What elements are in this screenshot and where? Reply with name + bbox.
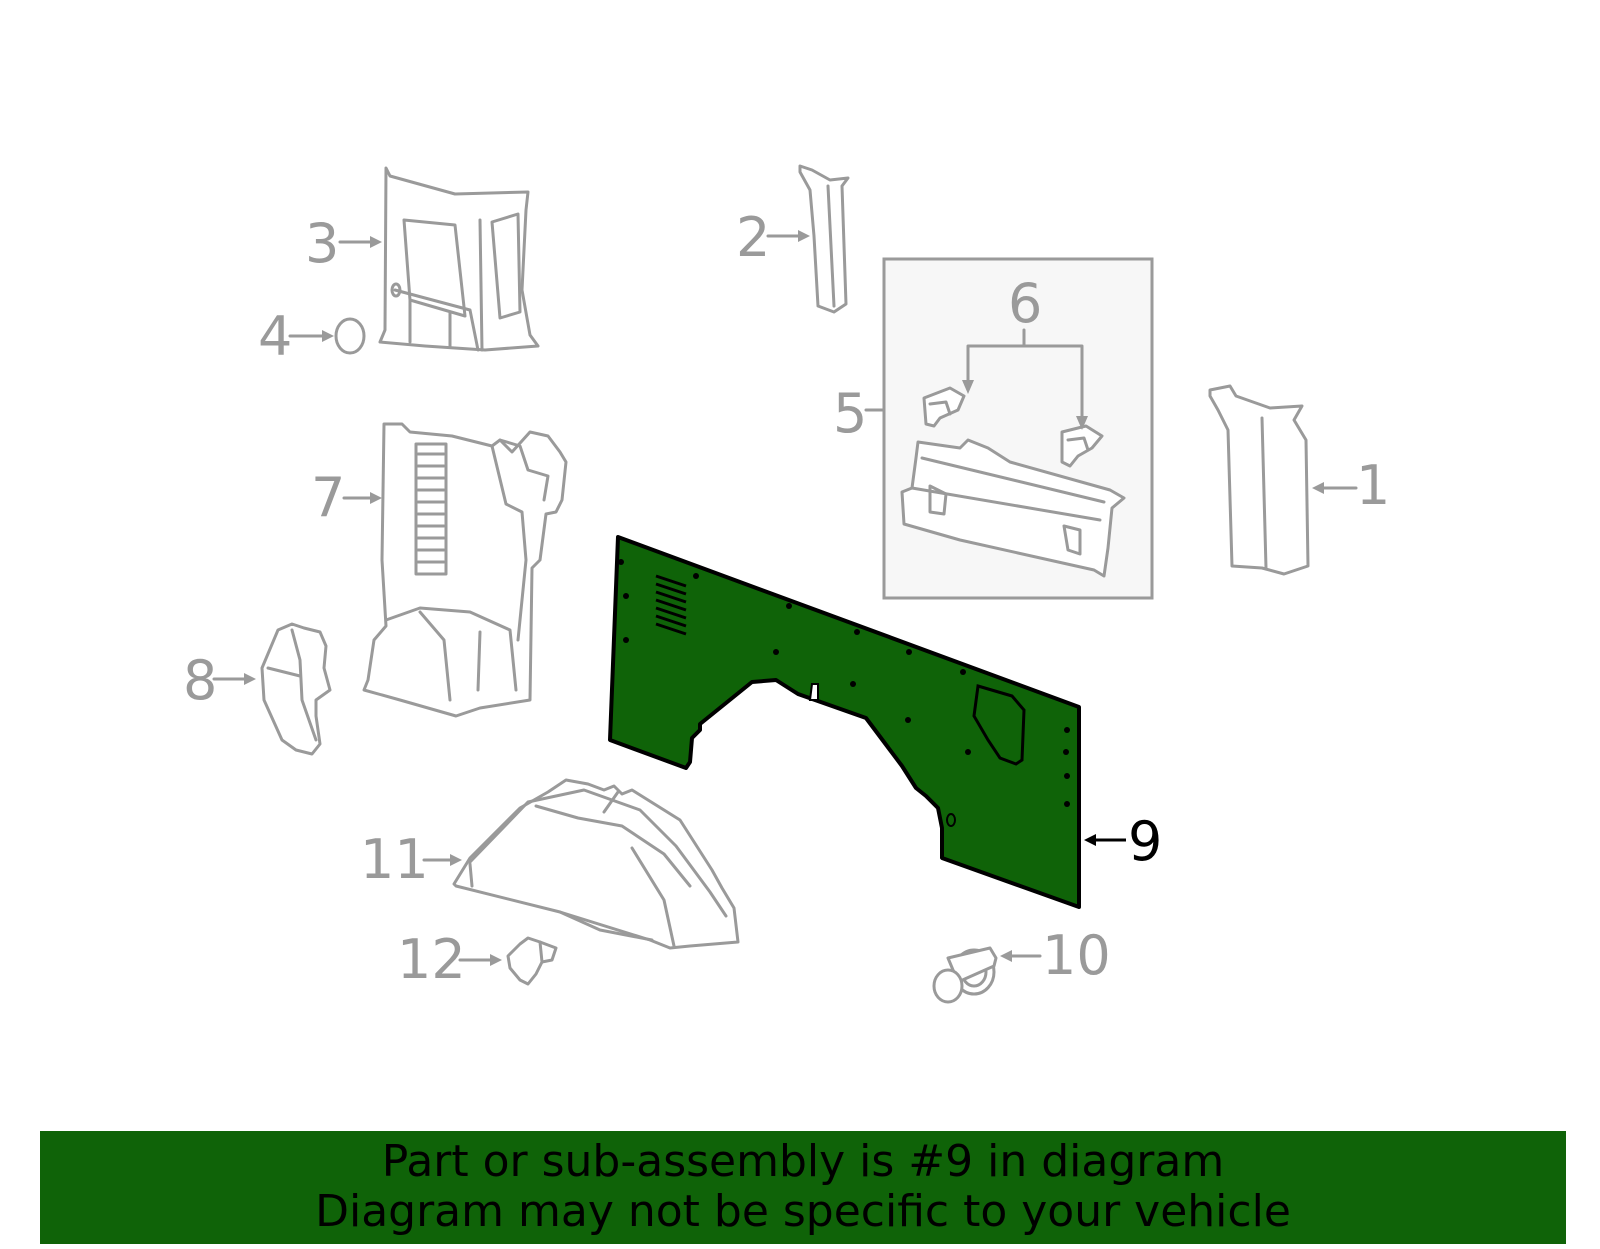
callout-6: 6 <box>962 272 1088 430</box>
callout-8-label: 8 <box>183 649 217 712</box>
callout-12-label: 12 <box>397 928 466 991</box>
part-9-side-panel <box>608 535 1081 909</box>
callout-1-label: 1 <box>1356 454 1390 517</box>
callout-10: 10 <box>1000 924 1111 987</box>
callout-9: 9 <box>1084 810 1162 873</box>
callout-4-label: 4 <box>258 305 292 368</box>
part-11-wheelhouse <box>452 778 740 950</box>
callout-3-label: 3 <box>305 212 339 275</box>
callout-12: 12 <box>397 928 502 991</box>
part-12-retainer <box>506 936 558 986</box>
part-10-push-pin <box>932 946 998 1004</box>
callout-2-label: 2 <box>736 206 770 269</box>
callout-1: 1 <box>1312 454 1390 517</box>
callout-4: 4 <box>258 305 334 368</box>
info-banner: Part or sub-assembly is #9 in diagram Di… <box>40 1131 1566 1244</box>
part-5-assembly-box <box>882 257 1154 600</box>
part-1-pillar-trim <box>1208 384 1310 576</box>
part-8-bracket <box>260 622 332 756</box>
callout-9-label: 9 <box>1128 810 1162 873</box>
part-7-trim-panel <box>362 422 568 718</box>
callout-7-label: 7 <box>311 466 345 529</box>
callout-11: 11 <box>360 828 462 891</box>
info-line-1: Part or sub-assembly is #9 in diagram <box>381 1136 1225 1187</box>
callout-5-label: 5 <box>833 382 867 445</box>
callout-3: 3 <box>305 212 382 275</box>
callout-8: 8 <box>183 649 256 712</box>
callout-10-label: 10 <box>1042 924 1111 987</box>
info-line-2: Diagram may not be specific to your vehi… <box>315 1186 1291 1237</box>
part-3-trim-panel <box>378 166 540 352</box>
callout-2: 2 <box>736 206 810 269</box>
part-4-plug <box>334 317 366 355</box>
callout-11-label: 11 <box>360 828 429 891</box>
callout-5: 5 <box>833 382 886 445</box>
callout-6-label: 6 <box>1008 272 1042 335</box>
part-2-pillar-trim <box>798 164 850 314</box>
callout-7: 7 <box>311 466 382 529</box>
